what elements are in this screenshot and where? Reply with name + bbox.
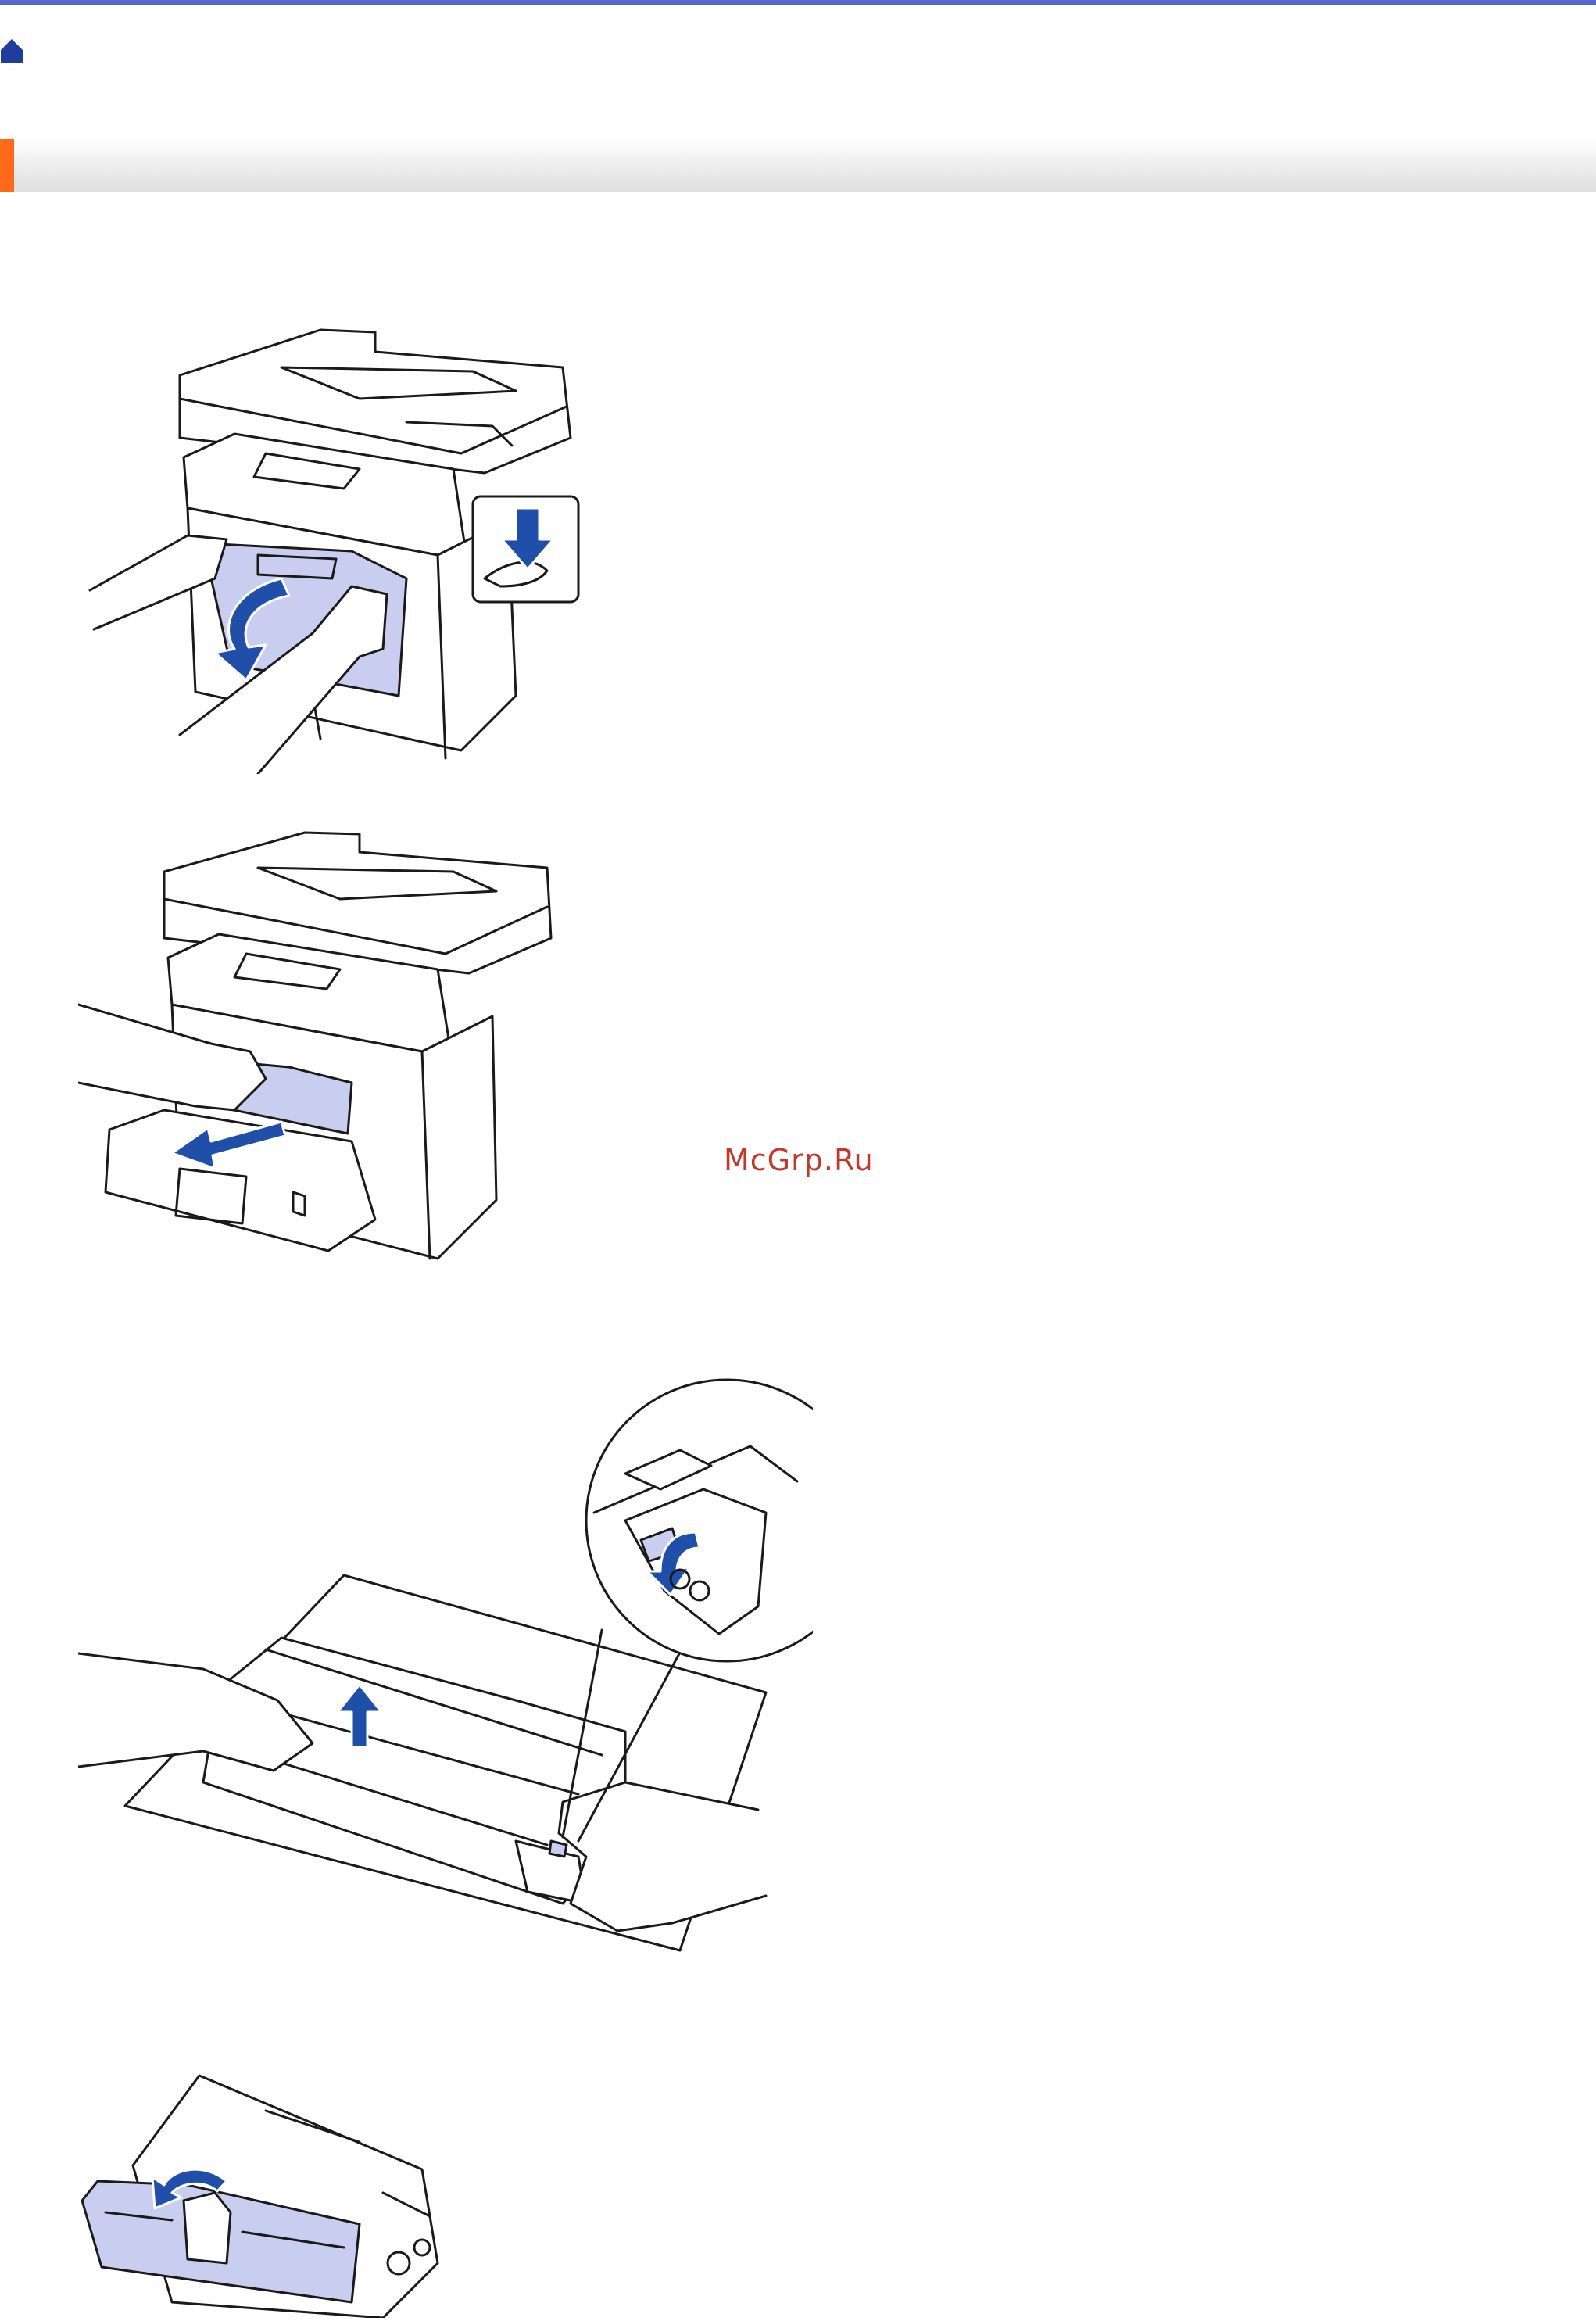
toner-cartridge-illustration (78, 2068, 453, 2319)
watermark-text: McGrp.Ru (724, 1143, 874, 1177)
home-icon[interactable] (0, 38, 23, 64)
section-accent (0, 139, 14, 192)
printer-open-cover-illustration (78, 321, 586, 775)
section-title-bar (0, 139, 1596, 192)
top-rule (0, 0, 1596, 5)
printer-remove-drum-illustration (77, 825, 563, 1270)
drum-lock-lever-illustration (77, 1356, 869, 1966)
